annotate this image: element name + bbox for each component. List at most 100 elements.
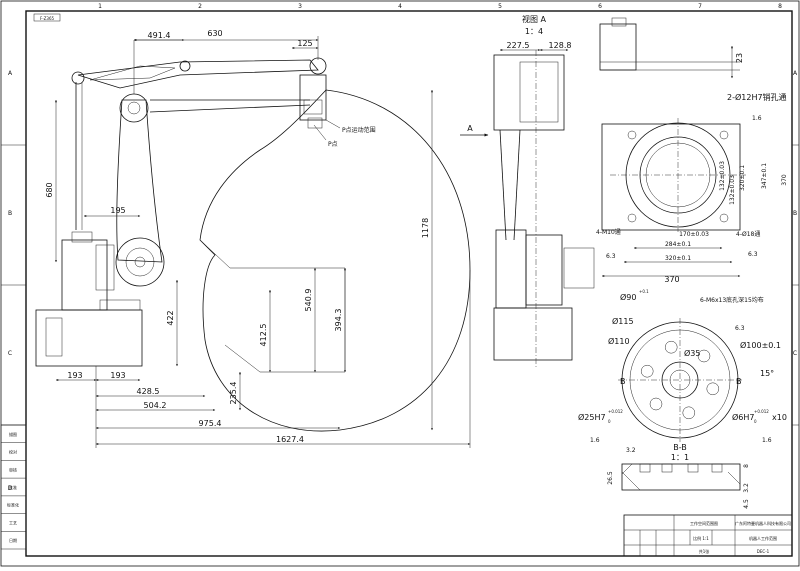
revision-row-label: 工艺 bbox=[9, 520, 17, 525]
section-mark-left: B bbox=[620, 377, 626, 386]
revision-row-label: 批准 bbox=[9, 484, 17, 490]
col-label-4: 4 bbox=[398, 3, 402, 10]
roughness-3: 6.3 bbox=[748, 251, 758, 258]
drawing-code: F-Z365 bbox=[40, 16, 55, 21]
bolt-hole bbox=[697, 349, 711, 363]
flange-dim-320h: 320±0.1 bbox=[665, 255, 691, 262]
elbow-joint bbox=[119, 93, 149, 123]
revision-row-label: 描图 bbox=[9, 431, 17, 437]
robot-base bbox=[35, 309, 143, 367]
phi90-tol: +0.1 bbox=[639, 289, 649, 294]
row-label-c: C bbox=[8, 350, 12, 357]
drawing-name: 工作空间范围图 bbox=[690, 520, 718, 526]
bolt-hole bbox=[640, 364, 654, 378]
col-label-8: 8 bbox=[778, 3, 782, 10]
phi25-tol0: 0 bbox=[608, 419, 611, 424]
m10-note: 4-M10通 bbox=[596, 228, 621, 236]
col-label-7: 7 bbox=[698, 3, 702, 10]
revision-row-label: 校对 bbox=[9, 449, 17, 455]
view-a-title: 视图 A bbox=[522, 14, 547, 24]
phi25-label: Ø25H7 bbox=[578, 412, 606, 422]
section-bb: B-B 1：1 3.2 26.5 8 3.2 4.5 bbox=[607, 443, 750, 509]
section-dim-32: 3.2 bbox=[626, 447, 636, 454]
row-label-a-right: A bbox=[793, 70, 798, 77]
row-index: A B C D A B C bbox=[8, 70, 798, 492]
section-dim-8: 8 bbox=[743, 464, 750, 468]
bolt-hole bbox=[664, 340, 678, 354]
flange-top-view: 23 2-Ø12H7销孔通 1.6 132±0.03 132±0.03 320±… bbox=[596, 17, 788, 284]
flange-dim-132a: 132±0.03 bbox=[719, 161, 726, 191]
view-a-dim-227: 227.5 bbox=[507, 41, 530, 50]
section-dim-32b: 3.2 bbox=[743, 483, 750, 493]
flange-dim-370h: 370 bbox=[664, 275, 679, 284]
dim-680: 680 bbox=[45, 182, 54, 197]
p-range-label: P点运动范围 bbox=[342, 126, 376, 134]
work-envelope bbox=[199, 89, 471, 432]
dim-235: 235.4 bbox=[229, 382, 238, 405]
col-label-3: 3 bbox=[298, 3, 302, 10]
col-label-2: 2 bbox=[198, 3, 202, 10]
work-envelope-inner bbox=[199, 239, 346, 373]
dim-193a: 193 bbox=[67, 371, 82, 380]
section-bb-title: B-B bbox=[673, 443, 687, 452]
shoulder-joint bbox=[115, 237, 165, 287]
flange-dim-23: 23 bbox=[735, 53, 744, 63]
end-roughness-1: 6.3 bbox=[735, 325, 745, 332]
p-point-label: P点 bbox=[328, 140, 338, 148]
scale-label: 比例 1:1 bbox=[693, 535, 709, 541]
dim-428: 428.5 bbox=[137, 387, 160, 396]
revision-row-label: 标准化 bbox=[7, 502, 19, 508]
section-dim-45: 4.5 bbox=[743, 499, 750, 509]
upper-arm bbox=[77, 59, 319, 89]
roughness-1: 1.6 bbox=[752, 115, 762, 122]
lower-arm bbox=[116, 99, 163, 263]
column-index: 1 2 3 4 5 6 7 8 bbox=[98, 3, 782, 10]
row-label-c-right: C bbox=[793, 350, 797, 357]
phi6-tol: +0.012 bbox=[754, 409, 769, 414]
flange-dim-284: 284±0.1 bbox=[665, 241, 691, 248]
revision-row-label: 审核 bbox=[9, 466, 17, 472]
phi35-label: Ø35 bbox=[684, 348, 700, 358]
part-name: 机器人工作范围 bbox=[749, 535, 777, 541]
company-name: 广东阿特曼机器人科技有限公司 bbox=[735, 520, 791, 526]
dim-540: 540.9 bbox=[304, 289, 313, 312]
m6-note: 6-M6x13底孔深15均布 bbox=[700, 296, 764, 304]
row-label-b: B bbox=[8, 210, 12, 217]
row-label-a: A bbox=[8, 70, 13, 77]
dim-504: 504.2 bbox=[144, 401, 167, 410]
bolt-hole bbox=[706, 382, 720, 396]
dim-1178: 1178 bbox=[421, 218, 430, 238]
dim-394: 394.3 bbox=[334, 309, 343, 332]
flange-dim-320v: 320±0.1 bbox=[739, 165, 746, 191]
end-roughness-3: 1.6 bbox=[762, 437, 772, 444]
section-dim-265: 26.5 bbox=[607, 471, 614, 485]
row-label-d: D bbox=[8, 485, 13, 492]
dim-1627: 1627.4 bbox=[276, 435, 304, 444]
revision-row-label: 日期 bbox=[9, 537, 17, 543]
section-bb-scale: 1：1 bbox=[671, 453, 689, 462]
wrist bbox=[299, 74, 327, 121]
phi6-label: Ø6H7 bbox=[732, 412, 755, 422]
drawing-number: DEC-1 bbox=[757, 549, 770, 554]
dim-193b: 193 bbox=[110, 371, 125, 380]
phi110-label: Ø110 bbox=[608, 336, 630, 346]
flange-dim-132b: 132±0.03 bbox=[729, 175, 736, 205]
row-label-b-right: B bbox=[793, 210, 797, 217]
phi6-count: x10 bbox=[772, 413, 787, 422]
section-body bbox=[621, 463, 741, 491]
side-view: P点 P点运动范围 491.4 630 125 680 195 1178 540… bbox=[35, 29, 489, 448]
phi100-label: Ø100±0.1 bbox=[740, 340, 781, 350]
bolt-holes bbox=[640, 340, 720, 420]
bolt-hole bbox=[649, 397, 663, 411]
flange-dim-347: 347±0.1 bbox=[761, 163, 768, 189]
dim-125: 125 bbox=[297, 39, 312, 48]
dim-630: 630 bbox=[207, 29, 222, 38]
dim-975: 975.4 bbox=[199, 419, 222, 428]
col-label-1: 1 bbox=[98, 3, 102, 10]
dim-195: 195 bbox=[110, 206, 125, 215]
end-roughness-2: 1.6 bbox=[590, 437, 600, 444]
phi25-tol: +0.012 bbox=[608, 409, 623, 414]
